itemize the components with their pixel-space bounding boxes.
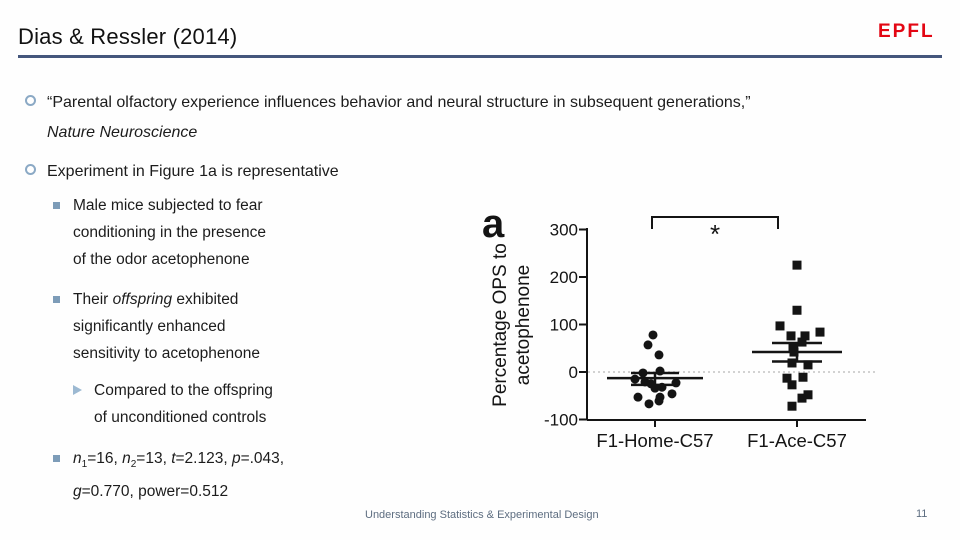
y-axis-label: acetophenone	[513, 265, 534, 385]
y-tick-label: -100	[544, 411, 578, 430]
bullet-square-icon	[53, 455, 60, 462]
y-axis-label: Percentage OPS to	[490, 243, 511, 407]
significance-bracket	[651, 216, 779, 229]
x-category-label: F1-Ace-C57	[747, 430, 847, 451]
page-number: 11	[916, 508, 928, 520]
panel-label: a	[482, 202, 505, 246]
citation-text: “Parental olfactory experience influence…	[47, 94, 751, 141]
page-title: Dias & Ressler (2014)	[18, 24, 238, 49]
series-F1-Home-C57	[630, 330, 681, 409]
y-tick-label: 100	[550, 316, 578, 335]
series-F1-Ace-C57	[775, 260, 825, 411]
x-category-label: F1-Home-C57	[596, 430, 713, 451]
title-underline	[18, 55, 942, 58]
experiment-text: Experiment in Figure 1a is representativ…	[47, 163, 339, 180]
y-tick-label: 300	[550, 221, 578, 240]
epfl-logo: EPFL	[878, 21, 935, 42]
y-tick-label: 200	[550, 268, 578, 287]
bullet-circle-icon	[25, 95, 36, 106]
bullet-circle-icon	[25, 164, 36, 175]
y-tick-label: 0	[569, 363, 578, 382]
bullet-arrow-icon	[73, 385, 82, 395]
bullet-square-icon	[53, 202, 60, 209]
stats-text: n1=16, n2=13, t=2.123, p=.043,g=0.770, p…	[73, 450, 285, 501]
significance-star: *	[710, 219, 720, 249]
bullet-square-icon	[53, 296, 60, 303]
footer-title: Understanding Statistics & Experimental …	[365, 509, 599, 521]
